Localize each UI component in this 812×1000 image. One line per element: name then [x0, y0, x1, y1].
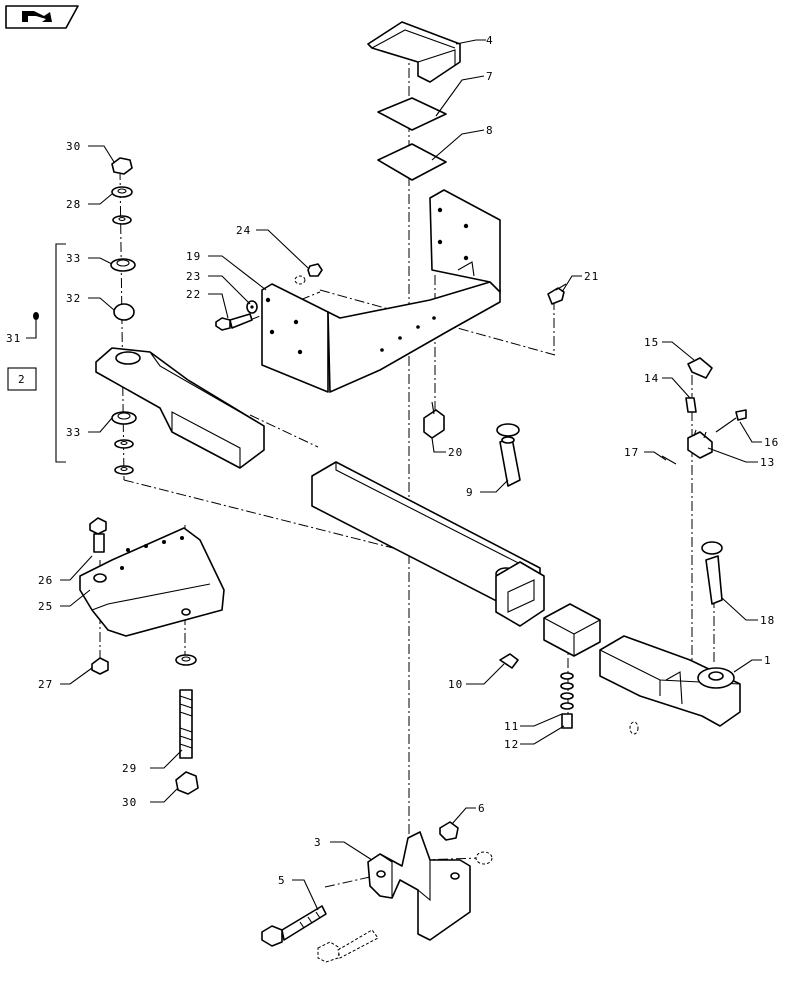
callout-labels: 1 2 3 4 5 6 7 8 9 10 11 12 13 14 15 16 1… [6, 34, 779, 887]
callout-32: 32 [66, 292, 81, 305]
part-28-washer-top [111, 186, 133, 225]
callout-8: 8 [486, 124, 494, 137]
part-25-bracket [79, 527, 225, 637]
washer-left-lower [175, 654, 197, 666]
ghost-bolt-lower [317, 929, 379, 963]
callout-17: 17 [624, 446, 639, 459]
callout-14: 14 [644, 372, 659, 385]
callout-30-top: 30 [66, 140, 81, 153]
callout-26: 26 [38, 574, 53, 587]
part-33-bushing-bottom [111, 411, 137, 475]
callout-1: 1 [764, 654, 772, 667]
part-15-tab [687, 357, 713, 379]
part-9-pin [496, 423, 521, 487]
part-29-stud [179, 689, 193, 759]
part-3-bracket [367, 831, 471, 941]
callout-6: 6 [478, 802, 486, 815]
callout-31: 31 [6, 332, 21, 345]
part-pad-block [543, 603, 601, 657]
part-19-bracket [261, 189, 501, 393]
part-8-shim [377, 143, 447, 181]
callout-28: 28 [66, 198, 81, 211]
part-1-clevis [599, 635, 741, 735]
assembly-2-bracket-line [55, 243, 66, 463]
callout-22: 22 [186, 288, 201, 301]
callout-15: 15 [644, 336, 659, 349]
callout-9: 9 [466, 486, 474, 499]
part-10-clip [499, 653, 519, 669]
leader-lines [26, 39, 762, 911]
callout-2: 2 [18, 373, 26, 386]
part-33-bushing-top [110, 258, 136, 272]
part-18-pin [701, 541, 723, 605]
callout-20: 20 [448, 446, 463, 459]
part-17-pin [661, 455, 677, 465]
part-11-washers [560, 672, 574, 710]
callout-24: 24 [236, 224, 251, 237]
callout-33-top: 33 [66, 252, 81, 265]
callout-19: 19 [186, 250, 201, 263]
return-arrow-icon [22, 11, 52, 22]
callout-27: 27 [38, 678, 53, 691]
callout-33-bottom: 33 [66, 426, 81, 439]
part-12-bolt [561, 713, 573, 729]
callout-21: 21 [584, 270, 599, 283]
part-2-tongue [95, 347, 265, 469]
nav-back-button[interactable] [5, 5, 79, 29]
part-13-latch [687, 429, 713, 459]
ghost-washer-right [475, 851, 493, 865]
part-16-bolt [715, 409, 747, 433]
callout-11: 11 [504, 720, 519, 733]
callout-5: 5 [278, 874, 286, 887]
part-27-nut [91, 657, 109, 675]
part-21-clip [547, 283, 567, 305]
part-31-pin [33, 312, 39, 320]
part-26-bolt [89, 517, 107, 553]
part-30-nut-bottom [175, 771, 199, 795]
callout-13: 13 [760, 456, 775, 469]
callout-29: 29 [122, 762, 137, 775]
callout-16: 16 [764, 436, 779, 449]
callout-30-bottom: 30 [122, 796, 137, 809]
part-7-shim [377, 97, 447, 131]
part-22-bolt [215, 313, 253, 331]
callout-25: 25 [38, 600, 53, 613]
callout-4: 4 [486, 34, 494, 47]
part-5-bolt [261, 905, 327, 947]
callout-18: 18 [760, 614, 775, 627]
callout-12: 12 [504, 738, 519, 751]
callout-23: 23 [186, 270, 201, 283]
callout-3: 3 [314, 836, 322, 849]
part-14-screw [685, 397, 697, 413]
callout-7: 7 [486, 70, 494, 83]
callout-2-box: 2 [7, 367, 37, 391]
draw-bar-tube [311, 461, 545, 627]
part-20-block [423, 401, 445, 439]
part-6-nut [439, 821, 459, 841]
callout-10: 10 [448, 678, 463, 691]
part-32-ball [113, 303, 135, 321]
part-30-nut-top [111, 157, 133, 175]
part-4-cap [367, 21, 461, 83]
part-24-nut [294, 263, 323, 285]
